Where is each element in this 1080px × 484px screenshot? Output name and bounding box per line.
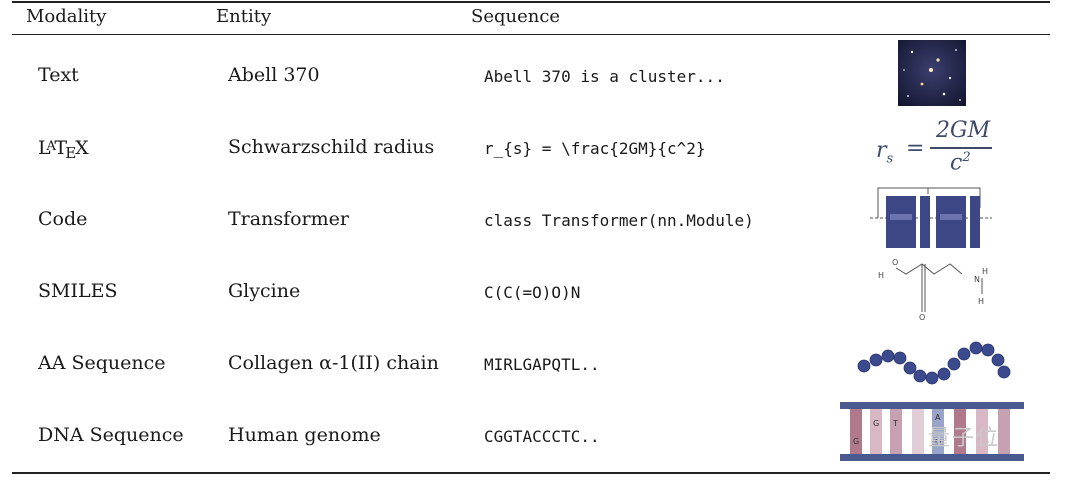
atom-h: H (878, 271, 884, 280)
formula-eq: = (906, 136, 925, 161)
entity-cell: Schwarzschild radius (228, 136, 435, 158)
amino-acid-chain-icon (857, 341, 1011, 385)
watermark-text: 量子位 (928, 426, 1001, 451)
modality-cell: SMILES (38, 280, 118, 302)
atom-n: N (974, 275, 980, 284)
header-entity: Entity (216, 6, 272, 27)
bottom-rule (12, 472, 1050, 474)
top-rule (12, 1, 1050, 3)
formula-render-icon: rs = 2GM c2 (874, 116, 998, 178)
header-sequence: Sequence (471, 6, 561, 27)
galaxy-image-icon (898, 40, 966, 106)
entity-cell: Collagen α-1(II) chain (228, 352, 439, 374)
base-letter: A (935, 413, 941, 422)
base-letter: G (873, 419, 879, 428)
base-letter: T (892, 419, 898, 428)
formula-denominator: c (950, 150, 963, 176)
atom-o: O (892, 258, 898, 267)
sequence-cell: C(C(=O)O)N (484, 283, 581, 302)
fraction-bar (930, 147, 992, 149)
transformer-diagram-icon (870, 187, 992, 248)
sequence-cell: MIRLGAPQTL.. (484, 355, 600, 374)
modality-cell: DNA Sequence (38, 424, 184, 446)
modality-cell: Code (38, 208, 88, 230)
entity-cell: Glycine (228, 280, 301, 302)
entity-cell: Abell 370 (228, 64, 320, 86)
sequence-cell: r_{s} = \frac{2GM}{c^2} (484, 139, 706, 158)
atom-o: O (919, 313, 925, 322)
entity-cell: Transformer (228, 208, 349, 230)
sequence-cell: class Transformer(nn.Module) (484, 211, 754, 230)
formula-den-sup: 2 (962, 150, 971, 165)
header-modality: Modality (26, 6, 107, 27)
formula-lhs-sub: s (886, 151, 894, 167)
molecule-structure-icon: H O O N H H (878, 258, 988, 322)
modality-cell: AA Sequence (38, 352, 166, 374)
atom-h: H (982, 267, 988, 276)
dna-helix-icon: G G T A G (840, 402, 1024, 461)
modality-cell: Text (38, 64, 79, 86)
modality-cell-latex-logo: LATEX (38, 136, 89, 162)
entity-cell: Human genome (228, 424, 381, 446)
sequence-cell: Abell 370 is a cluster... (484, 67, 725, 86)
header-rule (12, 34, 1050, 35)
base-letter: G (935, 437, 941, 446)
sequence-cell: CGGTACCCTC.. (484, 427, 600, 446)
formula-numerator: 2GM (936, 118, 991, 143)
atom-h: H (978, 297, 984, 306)
formula-lhs: r (876, 138, 887, 163)
base-letter: G (853, 437, 859, 446)
